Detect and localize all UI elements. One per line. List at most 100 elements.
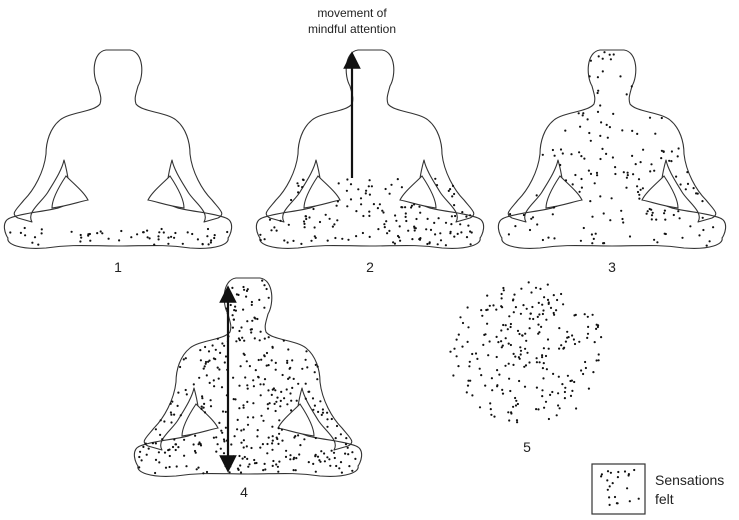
- sensation-dot: [240, 326, 242, 328]
- sensation-dot: [169, 466, 171, 468]
- sensation-dot: [80, 237, 82, 239]
- sensation-dot: [252, 402, 254, 404]
- sensation-dot: [590, 173, 592, 175]
- sensation-dot: [505, 324, 507, 326]
- sensation-dot: [652, 212, 654, 214]
- sensation-dot: [558, 348, 560, 350]
- sensation-dot: [507, 411, 509, 413]
- sensation-dot: [529, 229, 531, 231]
- sensation-dot: [205, 363, 207, 365]
- sensation-dot: [467, 380, 469, 382]
- sensation-dot: [568, 336, 570, 338]
- sensation-dot: [460, 231, 462, 233]
- sensation-dot: [609, 126, 611, 128]
- sensation-dot: [538, 313, 540, 315]
- sensation-dot: [612, 113, 614, 115]
- sensation-dot: [303, 438, 305, 440]
- sensation-dot: [605, 153, 607, 155]
- sensation-dot: [80, 234, 82, 236]
- sensation-dot: [314, 405, 316, 407]
- sensation-dot: [305, 383, 307, 385]
- sensation-dot: [453, 348, 455, 350]
- sensation-dot: [272, 440, 274, 442]
- sensation-dot: [583, 158, 585, 160]
- sensation-dot: [650, 163, 652, 165]
- sensation-dot: [262, 469, 264, 471]
- sensation-dot: [347, 453, 349, 455]
- sensation-dot: [457, 233, 459, 235]
- sensation-dot: [350, 183, 352, 185]
- sensation-dot: [287, 241, 289, 243]
- sensation-dot: [508, 315, 510, 317]
- sensation-dot: [336, 219, 338, 221]
- sensation-dot: [440, 239, 442, 241]
- sensation-dot: [600, 121, 602, 123]
- sensation-dot: [624, 470, 626, 472]
- sensation-dot: [163, 420, 165, 422]
- sensation-dot: [260, 359, 262, 361]
- sensation-dot: [598, 55, 600, 57]
- sensation-dot: [565, 341, 567, 343]
- sensation-dot: [487, 354, 489, 356]
- sensation-dot: [595, 328, 597, 330]
- sensation-dot: [101, 232, 103, 234]
- sensation-dot: [170, 411, 172, 413]
- sensation-dot: [214, 234, 216, 236]
- sensation-dot: [483, 334, 485, 336]
- sensation-dot: [523, 366, 525, 368]
- sensation-dot: [256, 318, 258, 320]
- sensation-dot: [293, 469, 295, 471]
- sensation-dot: [351, 451, 353, 453]
- sensation-dot: [244, 376, 246, 378]
- sensation-dot: [596, 174, 598, 176]
- sensation-dot: [337, 200, 339, 202]
- sensation-dot: [606, 124, 608, 126]
- sensation-dot: [543, 347, 545, 349]
- sensation-dot: [520, 353, 522, 355]
- sensation-dot: [177, 405, 179, 407]
- sensation-dot: [582, 373, 584, 375]
- sensation-dot: [501, 293, 503, 295]
- sensation-dot: [476, 358, 478, 360]
- sensation-dot: [633, 469, 635, 471]
- body-silhouette: [134, 278, 361, 476]
- sensation-dot: [602, 70, 604, 72]
- sensation-dot: [275, 401, 277, 403]
- sensation-dot: [591, 242, 593, 244]
- sensation-dot: [505, 337, 507, 339]
- sensation-dot: [512, 364, 514, 366]
- sensation-dot: [251, 320, 253, 322]
- sensation-dot: [365, 190, 367, 192]
- sensation-dot: [286, 388, 288, 390]
- sensation-dot: [482, 344, 484, 346]
- sensation-dot: [519, 358, 521, 360]
- sensation-dot: [250, 331, 252, 333]
- sensation-dot: [571, 334, 573, 336]
- sensation-dot: [213, 237, 215, 239]
- sensation-dot: [590, 60, 592, 62]
- sensation-dot: [299, 444, 301, 446]
- sensation-dot: [461, 346, 463, 348]
- sensation-dot: [614, 496, 616, 498]
- sensation-dot: [545, 401, 547, 403]
- sensation-dot: [466, 236, 468, 238]
- sensation-dot: [271, 394, 273, 396]
- sensation-dot: [597, 324, 599, 326]
- sensation-dot: [204, 346, 206, 348]
- sensation-dot: [266, 443, 268, 445]
- sensation-dot: [558, 376, 560, 378]
- sensation-dot: [592, 371, 594, 373]
- sensation-dot: [656, 241, 658, 243]
- caption-line-2: mindful attention: [308, 22, 396, 36]
- sensation-dot: [326, 456, 328, 458]
- sensation-dot: [531, 306, 533, 308]
- sensation-dot: [637, 191, 639, 193]
- sensation-dot: [496, 385, 498, 387]
- sensation-dot: [240, 442, 242, 444]
- sensation-dot: [536, 357, 538, 359]
- sensation-dot: [397, 178, 399, 180]
- sensation-dot: [675, 176, 677, 178]
- sensation-dot: [413, 203, 415, 205]
- sensation-dot: [538, 331, 540, 333]
- sensation-dot: [336, 425, 338, 427]
